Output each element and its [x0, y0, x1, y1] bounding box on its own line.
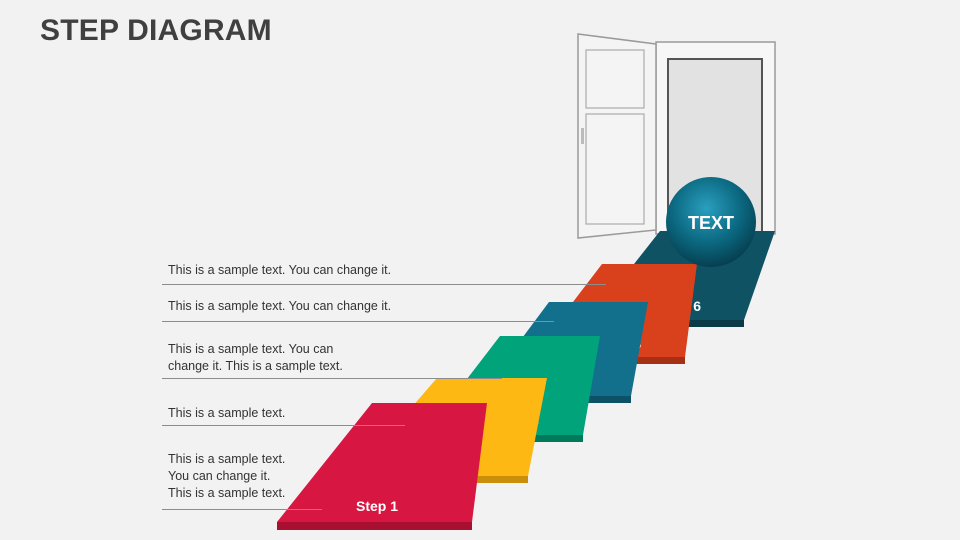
page-title: STEP DIAGRAM — [40, 14, 272, 47]
step-description-1: This is a sample text. You can change it… — [168, 452, 286, 500]
door-panel-bottom — [585, 113, 645, 225]
sphere — [666, 177, 756, 267]
step-side — [277, 522, 472, 530]
step-1: Step 1 — [277, 403, 487, 530]
description-rule — [162, 378, 502, 379]
description-rule — [162, 509, 322, 510]
door-leaf — [577, 33, 657, 239]
door-handle — [581, 128, 584, 144]
door-panel-top — [585, 49, 645, 109]
sphere-label: TEXT — [688, 213, 734, 233]
description-rule — [162, 425, 405, 426]
step-top — [277, 403, 487, 522]
description-rule — [162, 284, 606, 285]
step-description-2: This is a sample text. — [168, 406, 286, 420]
text-sphere: TEXT — [666, 177, 756, 267]
step-description-3: This is a sample text. You can change it… — [168, 342, 343, 373]
description-rule — [162, 321, 554, 322]
step-label: Step 1 — [356, 498, 398, 514]
step-description-5: This is a sample text. You can change it… — [168, 263, 392, 277]
step-description-4: This is a sample text. You can change it… — [168, 299, 392, 313]
